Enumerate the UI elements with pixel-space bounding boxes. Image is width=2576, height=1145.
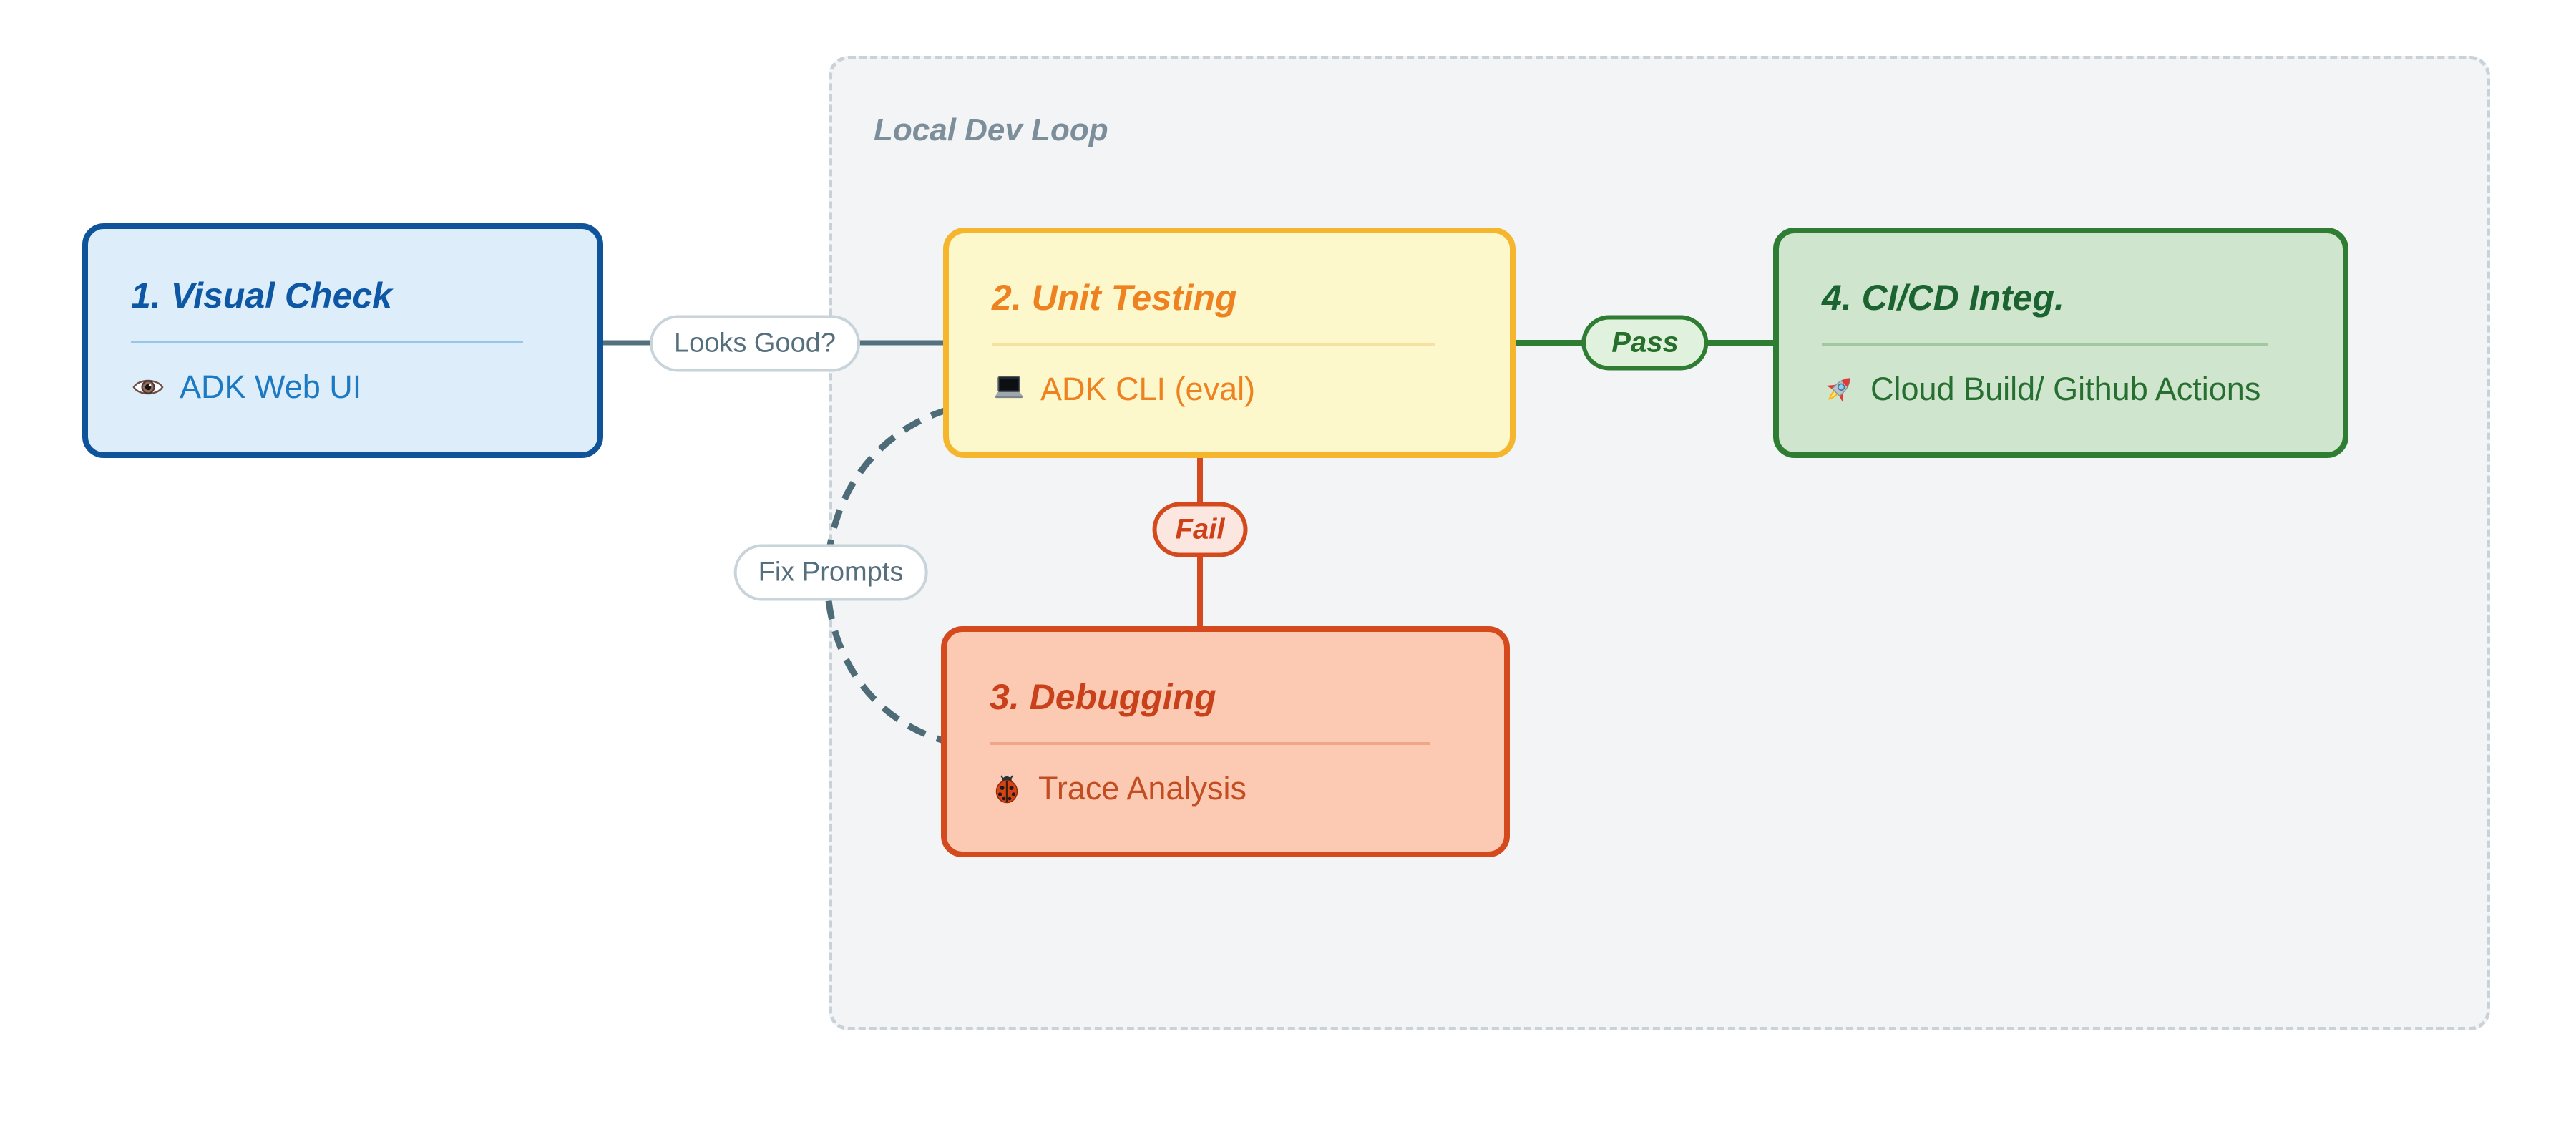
node-title: 4. CI/CD Integ. (1822, 278, 2064, 318)
node-title: 1. Visual Check (131, 276, 392, 316)
edge-label-looks-good: Looks Good? (649, 315, 861, 372)
node-debugging: 3. Debugging Trace Analysis (941, 626, 1510, 857)
node-title: 2. Unit Testing (992, 278, 1237, 318)
node-title: 3. Debugging (990, 676, 1216, 717)
node-item: Cloud Build/ Github Actions (1822, 370, 2300, 409)
node-visual-check: 1. Visual Check ADK Web UI (82, 223, 603, 458)
node-divider (990, 741, 1430, 745)
node-unit-testing: 2. Unit Testing ADK CLI (eval) (943, 228, 1516, 458)
laptop-icon (992, 372, 1026, 406)
node-item-label: ADK CLI (eval) (1040, 371, 1256, 407)
cluster-label: Local Dev Loop (874, 112, 1108, 147)
edge-label-fail: Fail (1152, 502, 1248, 557)
node-divider (1822, 343, 2268, 346)
node-divider (131, 341, 523, 344)
eye-icon (131, 370, 165, 404)
local-dev-loop-cluster: Local Dev Loop (829, 56, 2490, 1030)
node-item-label: Trace Analysis (1038, 769, 1246, 807)
node-item-label: ADK Web UI (180, 369, 362, 405)
ladybug-icon (990, 771, 1024, 806)
rocket-icon (1822, 372, 1856, 406)
edge-label-fix-prompts: Fix Prompts (733, 544, 928, 601)
node-divider (992, 343, 1435, 346)
node-item-label: Cloud Build/ Github Actions (1870, 371, 2261, 407)
node-item: Trace Analysis (990, 769, 1461, 808)
node-item: ADK CLI (eval) (992, 370, 1467, 409)
node-cicd: 4. CI/CD Integ. Cloud Build/ Github Act (1773, 228, 2348, 458)
edge-label-pass: Pass (1581, 315, 1709, 371)
node-item: ADK Web UI (131, 368, 555, 406)
